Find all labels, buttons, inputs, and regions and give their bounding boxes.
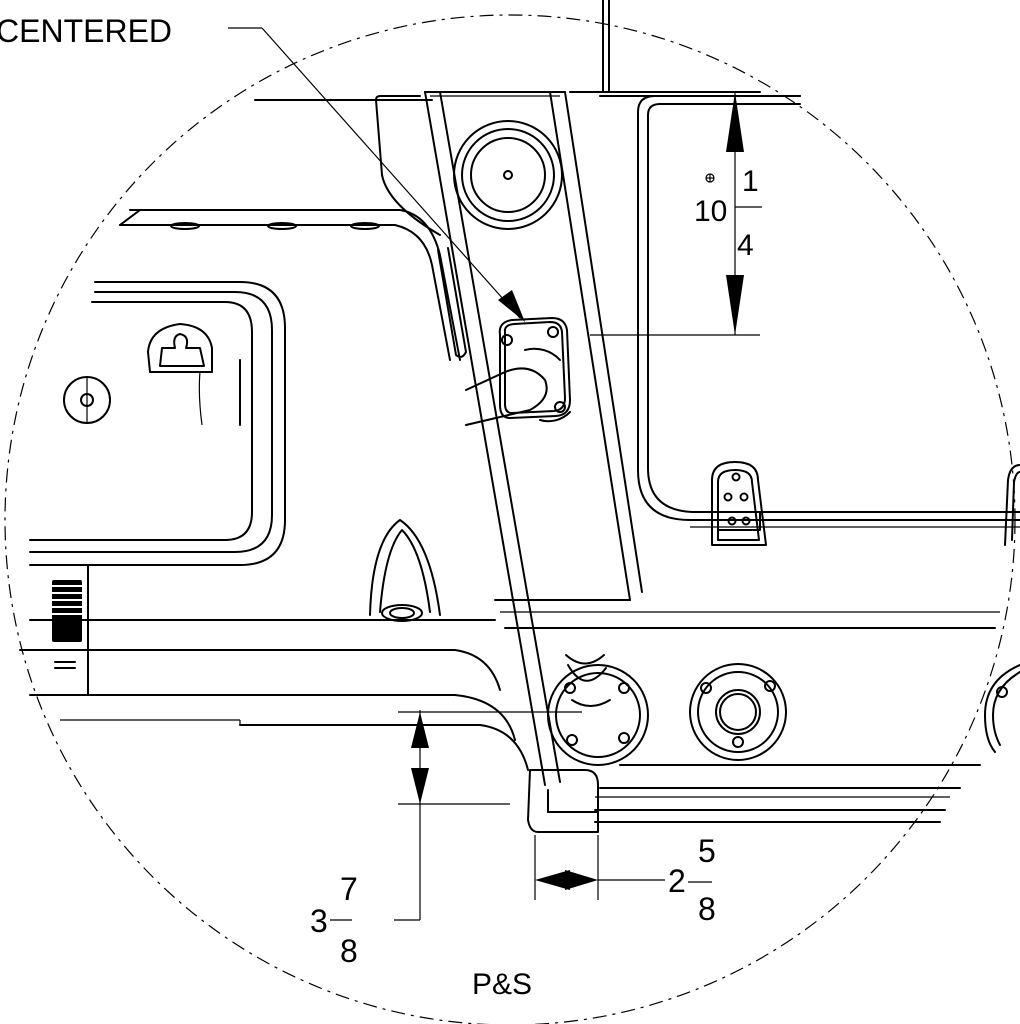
pointed-bollard xyxy=(369,519,441,622)
deck-edges xyxy=(19,564,1000,823)
dim-bottom-left-whole: 3 xyxy=(310,903,328,939)
dim-bottom-middle-whole: 2 xyxy=(668,863,686,899)
hose xyxy=(465,367,611,707)
dimension-top-right xyxy=(590,92,762,336)
view-label: P&S xyxy=(472,968,532,1001)
right-hatch xyxy=(637,95,1020,528)
dimension-bottom-middle xyxy=(534,835,665,900)
post-round-cap xyxy=(453,120,563,230)
left-hatch xyxy=(29,281,286,566)
left-coaming xyxy=(119,174,461,361)
threaded-stud xyxy=(52,580,82,669)
centered-leader xyxy=(228,27,525,322)
through-hull-fitting-3 xyxy=(984,664,1020,753)
through-hull-fitting-2 xyxy=(689,663,787,761)
corner-block xyxy=(527,769,599,833)
hinge-left xyxy=(711,461,767,546)
hinge-right xyxy=(1004,464,1020,546)
dim-top-right-whole: 10 xyxy=(694,195,727,228)
dim-top-right-numerator: 1 xyxy=(742,165,759,198)
dimension-bottom-left xyxy=(394,710,582,921)
dim-bottom-left-numerator: 7 xyxy=(340,871,358,907)
top-pipe xyxy=(602,0,610,93)
centered-label: CENTERED xyxy=(0,13,172,49)
through-hull-fitting-1 xyxy=(547,664,649,766)
dim-bottom-middle-denominator: 8 xyxy=(698,891,716,927)
diagonal-post xyxy=(375,91,643,786)
dim-bottom-left-denominator: 8 xyxy=(340,933,358,969)
dim-bottom-middle-numerator: 5 xyxy=(698,833,716,869)
dim-top-right-denominator: 4 xyxy=(737,229,754,262)
left-round-fitting xyxy=(63,376,111,424)
keyhole-latch xyxy=(147,323,213,426)
